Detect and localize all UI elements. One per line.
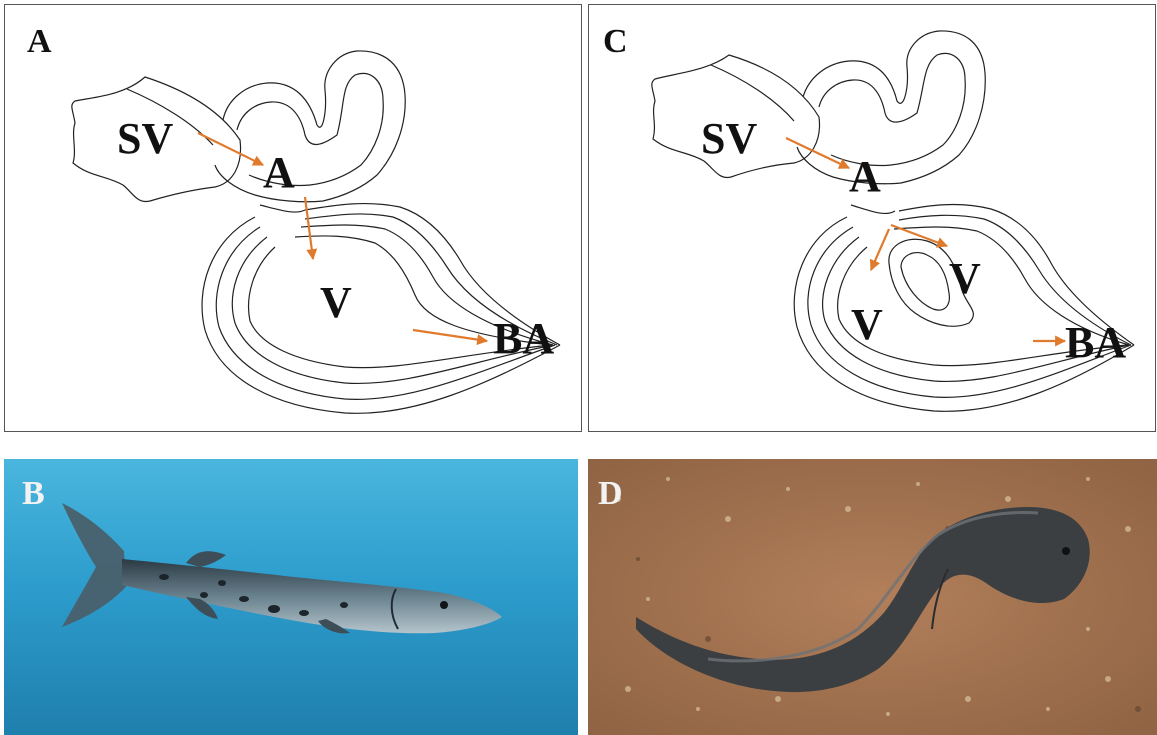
label-ventricle: V: [320, 281, 352, 325]
heart-outline-a: [5, 5, 582, 432]
snakehead-photo-panel: D: [588, 459, 1157, 735]
snakehead-illustration: [588, 459, 1157, 735]
barracuda-photo-panel: B: [4, 459, 578, 735]
heart-outline-c: [589, 5, 1156, 432]
label-atrium: A: [263, 151, 295, 195]
label-bulbus-arteriosus: BA: [493, 317, 554, 361]
label-ventricle-lower: V: [851, 303, 883, 347]
heart-diagram-panel-a: A SV A V BA: [4, 4, 582, 432]
label-atrium: A: [849, 155, 881, 199]
barracuda-illustration: [4, 459, 578, 735]
label-ventricle-upper: V: [949, 257, 981, 301]
heart-diagram-panel-c: C SV A V V BA: [588, 4, 1156, 432]
label-bulbus-arteriosus: BA: [1065, 321, 1126, 365]
panel-letter-d: D: [598, 477, 623, 511]
panel-letter-c: C: [603, 25, 628, 59]
panel-letter-b: B: [22, 477, 45, 511]
label-sinus-venosus: SV: [701, 117, 757, 161]
label-sinus-venosus: SV: [117, 117, 173, 161]
panel-letter-a: A: [27, 25, 52, 59]
